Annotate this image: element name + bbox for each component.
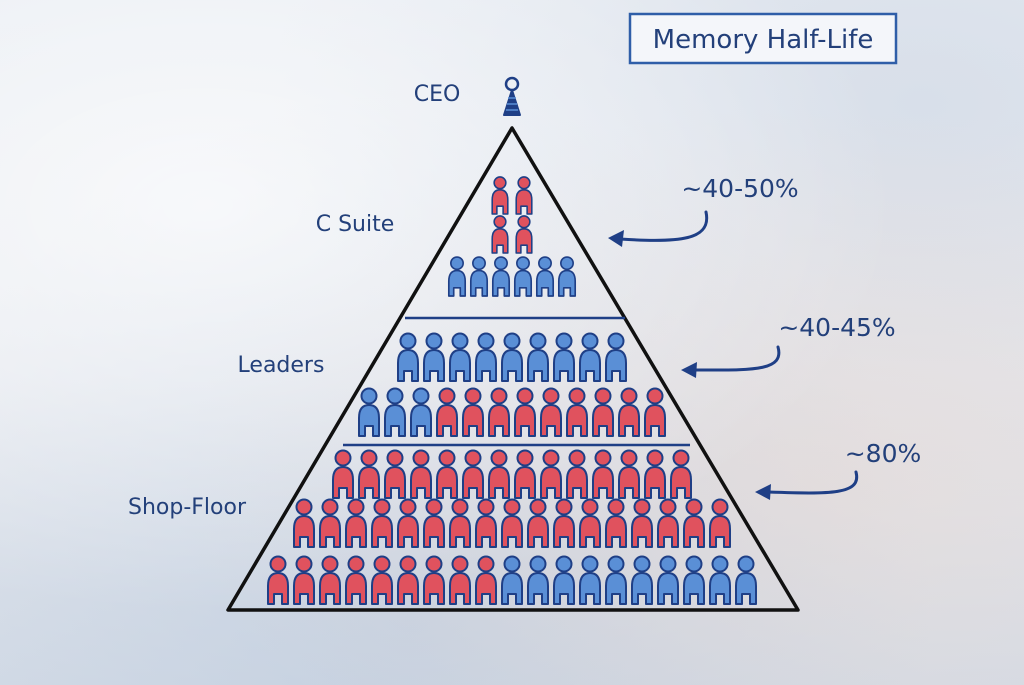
red-person-icon xyxy=(657,498,679,548)
blue-person-icon xyxy=(475,332,497,382)
blue-person-icon xyxy=(358,387,380,437)
red-person-icon xyxy=(592,449,614,499)
red-person-icon xyxy=(397,555,419,605)
red-person-icon xyxy=(475,498,497,548)
red-person-icon xyxy=(514,387,536,437)
red-person-icon xyxy=(384,449,406,499)
red-person-icon xyxy=(540,387,562,437)
red-person-icon xyxy=(267,555,289,605)
red-person-icon xyxy=(631,498,653,548)
red-person-icon xyxy=(462,387,484,437)
blue-person-icon xyxy=(579,332,601,382)
red-person-icon xyxy=(410,449,432,499)
red-person-icon xyxy=(566,449,588,499)
blue-person-icon xyxy=(557,256,577,297)
red-person-icon xyxy=(332,449,354,499)
red-person-icon xyxy=(670,449,692,499)
blue-person-icon xyxy=(513,256,533,297)
blue-person-icon xyxy=(410,387,432,437)
red-person-icon xyxy=(488,387,510,437)
red-person-icon xyxy=(683,498,705,548)
red-person-icon xyxy=(371,498,393,548)
red-person-icon xyxy=(515,176,533,215)
blue-person-icon xyxy=(579,555,601,605)
arrow-shop-floor xyxy=(755,470,859,500)
ceo-figure-icon xyxy=(503,76,521,116)
blue-person-icon xyxy=(657,555,679,605)
red-person-icon xyxy=(566,387,588,437)
red-person-icon xyxy=(345,555,367,605)
blue-person-icon xyxy=(553,332,575,382)
red-person-icon xyxy=(644,387,666,437)
red-person-icon xyxy=(449,498,471,548)
pyramid-outline xyxy=(226,126,800,612)
red-person-icon xyxy=(644,449,666,499)
red-person-icon xyxy=(592,387,614,437)
blue-person-icon xyxy=(709,555,731,605)
blue-person-icon xyxy=(491,256,511,297)
annotation-leaders: ~40-45% xyxy=(778,313,895,342)
blue-person-icon xyxy=(605,555,627,605)
blue-person-icon xyxy=(423,332,445,382)
red-person-icon xyxy=(618,387,640,437)
red-person-icon xyxy=(371,555,393,605)
red-person-icon xyxy=(605,498,627,548)
blue-person-icon xyxy=(384,387,406,437)
red-person-icon xyxy=(423,555,445,605)
red-person-icon xyxy=(475,555,497,605)
title-box: Memory Half-Life xyxy=(628,12,898,65)
red-person-icon xyxy=(319,498,341,548)
red-person-icon xyxy=(553,498,575,548)
red-person-icon xyxy=(293,498,315,548)
blue-person-icon xyxy=(553,555,575,605)
blue-person-icon xyxy=(735,555,757,605)
red-person-icon xyxy=(618,449,640,499)
blue-person-icon xyxy=(501,555,523,605)
blue-person-icon xyxy=(501,332,523,382)
blue-person-icon xyxy=(605,332,627,382)
red-person-icon xyxy=(358,449,380,499)
red-person-icon xyxy=(515,215,533,254)
annotation-shop-floor: ~80% xyxy=(845,439,922,468)
red-person-icon xyxy=(514,449,536,499)
blue-person-icon xyxy=(683,555,705,605)
blue-person-icon xyxy=(447,256,467,297)
red-person-icon xyxy=(527,498,549,548)
arrow-leaders xyxy=(681,345,781,378)
level-label-c-suite: C Suite xyxy=(316,212,395,237)
red-person-icon xyxy=(436,449,458,499)
red-person-icon xyxy=(293,555,315,605)
red-person-icon xyxy=(579,498,601,548)
blue-person-icon xyxy=(397,332,419,382)
red-person-icon xyxy=(491,215,509,254)
red-person-icon xyxy=(540,449,562,499)
level-label-shop-floor: Shop-Floor xyxy=(128,495,247,520)
blue-person-icon xyxy=(527,555,549,605)
red-person-icon xyxy=(709,498,731,548)
red-person-icon xyxy=(462,449,484,499)
red-person-icon xyxy=(501,498,523,548)
level-label-ceo: CEO xyxy=(414,82,461,107)
blue-person-icon xyxy=(631,555,653,605)
red-person-icon xyxy=(449,555,471,605)
title-frame xyxy=(628,12,898,65)
red-person-icon xyxy=(345,498,367,548)
red-person-icon xyxy=(488,449,510,499)
people-figures xyxy=(267,176,757,605)
blue-person-icon xyxy=(527,332,549,382)
diagram-title: Memory Half-Life xyxy=(653,25,874,55)
red-person-icon xyxy=(436,387,458,437)
red-person-icon xyxy=(397,498,419,548)
annotation-c-suite: ~40-50% xyxy=(681,174,798,203)
level-label-leaders: Leaders xyxy=(238,353,325,378)
red-person-icon xyxy=(319,555,341,605)
blue-person-icon xyxy=(535,256,555,297)
blue-person-icon xyxy=(469,256,489,297)
arrow-c-suite xyxy=(608,210,709,247)
red-person-icon xyxy=(423,498,445,548)
blue-person-icon xyxy=(449,332,471,382)
red-person-icon xyxy=(491,176,509,215)
